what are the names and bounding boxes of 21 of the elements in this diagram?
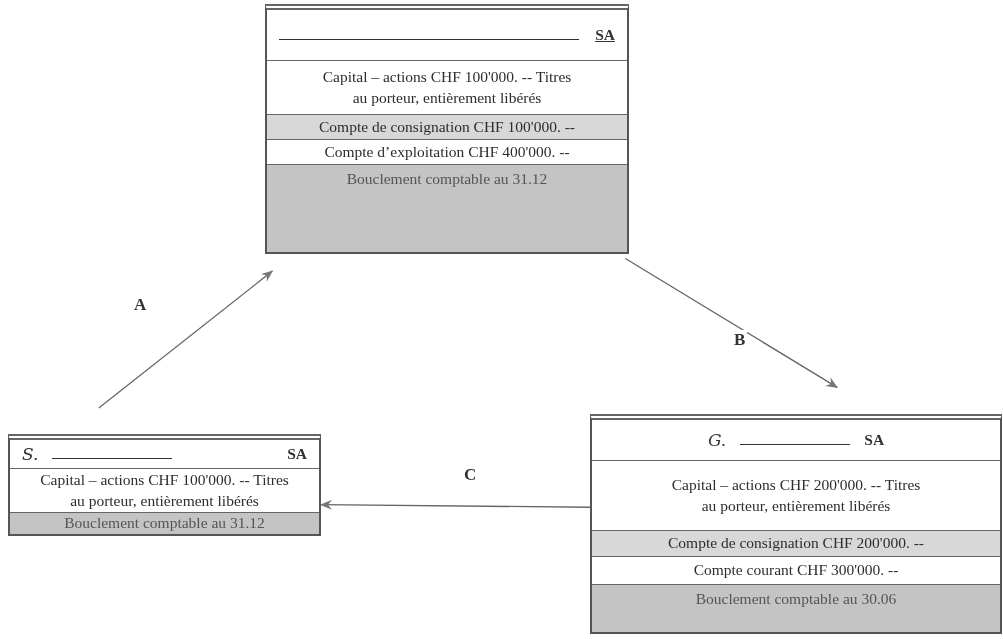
closing-date-text: Bouclement comptable au 31.12: [346, 169, 548, 189]
company-card: [8, 434, 321, 536]
account-text: Compte courant CHF 300'000. --: [693, 560, 899, 581]
arrow: [98, 270, 274, 409]
company-card: [265, 4, 629, 254]
closing-date-text: Bouclement comptable au 31.12: [64, 513, 265, 534]
handwritten-initial: G.: [707, 430, 727, 450]
handwritten-initial: S.: [22, 444, 39, 464]
arrow: [624, 257, 839, 388]
account-text: Capital – actions CHF 100'000. -- Titres au porteur, entièrement libérés: [321, 67, 573, 108]
account-text: Capital – actions CHF 200'000. -- Titres au porteur, entièrement libérés: [670, 475, 922, 516]
legal-form: SA: [287, 445, 307, 463]
closing-date-text: Bouclement comptable au 30.06: [695, 589, 897, 609]
account-text: Compte de consignation CHF 100'000. --: [319, 116, 575, 137]
account-text: Capital – actions CHF 100'000. -- Titres au porteur, entièrement libérés: [39, 470, 290, 511]
legal-form: SA: [864, 431, 885, 449]
account-text: Compte de consignation CHF 200'000. --: [668, 533, 924, 554]
account-text: Compte d’exploitation CHF 400'000. --: [324, 141, 570, 162]
arrow: [320, 499, 591, 510]
legal-form: SA: [595, 26, 615, 44]
company-card: [590, 414, 1002, 634]
